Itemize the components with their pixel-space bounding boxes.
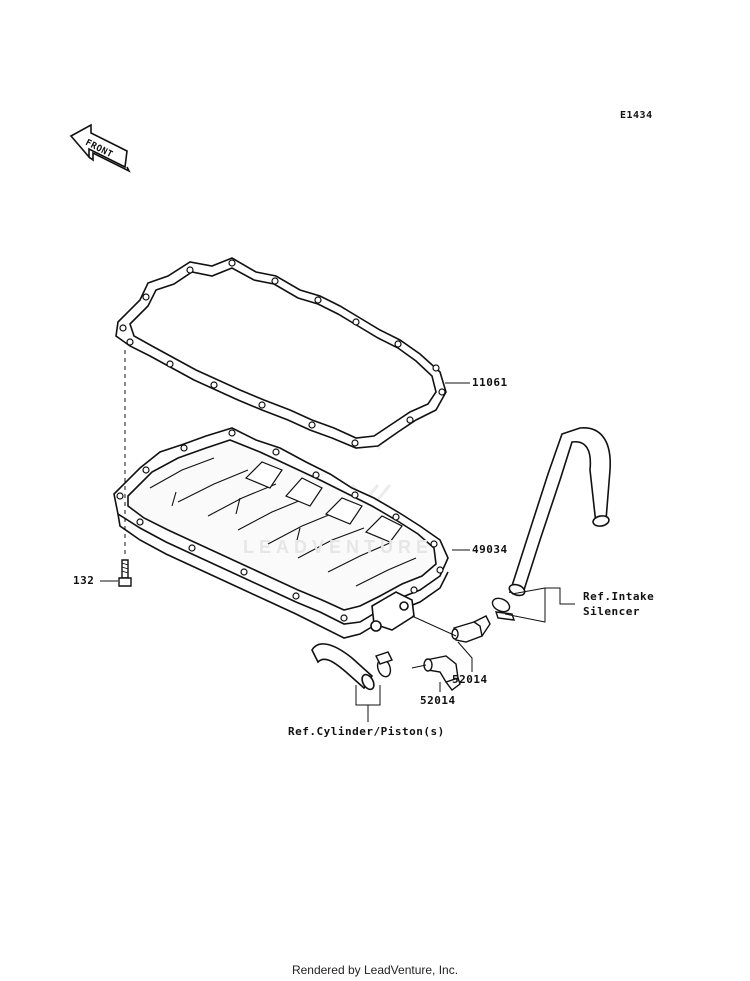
ref-intake-label-line1: Ref.Intake bbox=[583, 590, 655, 603]
watermark-text: LEADVENTURE bbox=[243, 537, 434, 557]
leader-lines bbox=[100, 382, 575, 722]
bolt-132 bbox=[118, 559, 132, 587]
hose-clamp-lower bbox=[375, 651, 393, 678]
front-arrow-icon bbox=[69, 123, 131, 173]
ref-cylinder-label: Ref.Cylinder/Piston(s) bbox=[288, 725, 445, 738]
elbow-fitting-52014-lower bbox=[423, 655, 461, 691]
part-label-52014-lower: 52014 bbox=[420, 694, 456, 707]
elbow-fitting-52014-upper bbox=[451, 615, 491, 643]
part-label-132: 132 bbox=[73, 574, 95, 587]
part-label-49034: 49034 bbox=[472, 543, 508, 556]
ref-intake-label-line2: Silencer bbox=[583, 605, 640, 618]
footer-credit: Rendered by LeadVenture, Inc. bbox=[291, 963, 459, 977]
part-label-11061: 11061 bbox=[472, 376, 508, 389]
pan-flange-bolt-holes bbox=[116, 429, 444, 622]
gasket-bolt-holes bbox=[119, 259, 446, 447]
cylinder-hose bbox=[311, 643, 375, 691]
hose-clamp-upper bbox=[491, 597, 516, 621]
oil-pan-gasket bbox=[115, 257, 447, 449]
intake-hose bbox=[508, 427, 611, 597]
oil-pan bbox=[113, 427, 449, 639]
part-label-52014-upper: 52014 bbox=[452, 673, 488, 686]
diagram-code: E1434 bbox=[620, 110, 653, 121]
